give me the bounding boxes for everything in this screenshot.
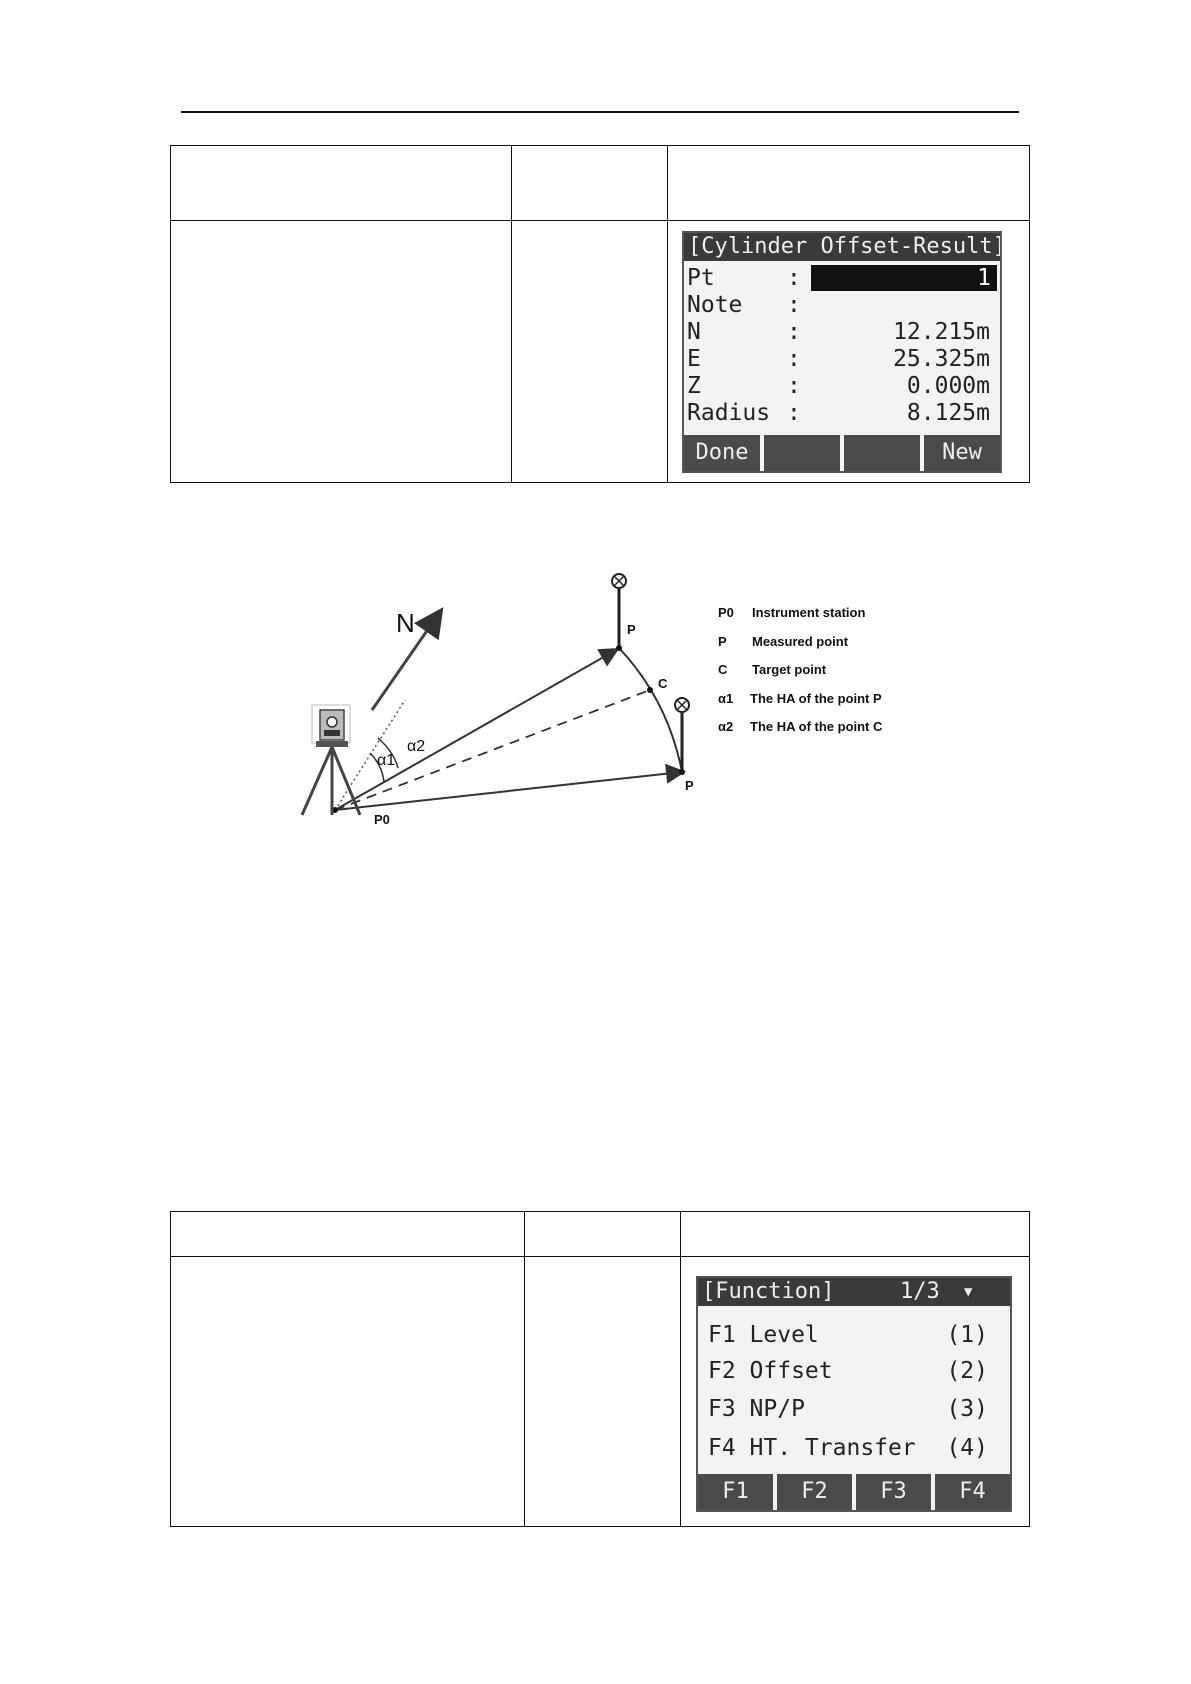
label-p-bottom: P xyxy=(685,778,694,793)
table1-cell-key xyxy=(511,220,668,483)
screen-title-bar: [Function] 1/3 ▼ xyxy=(698,1278,1010,1306)
legend-symbol: P0 xyxy=(718,605,734,620)
blank-softkey-2[interactable] xyxy=(764,435,840,471)
label-p-top: P xyxy=(627,622,636,637)
point-p-top xyxy=(616,645,622,651)
page-down-icon[interactable]: ▼ xyxy=(964,1284,973,1300)
function-menu-screen: [Function] 1/3 ▼ F1 Level (1) F2 Offset … xyxy=(696,1276,1012,1512)
point-number-field[interactable]: 1 xyxy=(811,265,997,291)
north-reference-line xyxy=(334,699,406,811)
screen-title: [Cylinder Offset-Result] xyxy=(684,233,1000,261)
table1-header-operation xyxy=(170,145,512,221)
north-arrow xyxy=(370,607,444,711)
label-c: C xyxy=(658,676,668,691)
angle-alpha2-arc xyxy=(377,737,399,769)
cylinder-arc xyxy=(618,647,683,773)
legend-symbol: α1 xyxy=(718,691,734,706)
row-colon: : xyxy=(787,292,801,318)
table1-header-key xyxy=(511,145,668,221)
ray-to-p-top xyxy=(334,648,620,811)
row-label: N xyxy=(687,319,701,345)
ray-to-c xyxy=(334,689,651,811)
menu-item-label: F2 Offset xyxy=(708,1358,833,1384)
cylinder-offset-diagram xyxy=(300,573,690,816)
row-value: 12.215m xyxy=(893,319,990,345)
table2-cell-key xyxy=(524,1256,681,1527)
softkey-bar: Done New xyxy=(684,435,1000,471)
legend-text: Instrument station xyxy=(752,605,866,620)
row-label: Radius xyxy=(687,400,771,426)
table1-header-display xyxy=(667,145,1030,221)
menu-item-shortcut: (4) xyxy=(946,1435,988,1461)
legend-symbol: C xyxy=(718,662,728,677)
row-colon: : xyxy=(787,265,801,291)
legend-symbol: P xyxy=(718,634,727,649)
table1-cell-operation xyxy=(170,220,512,483)
row-value: 0.000m xyxy=(906,373,990,399)
menu-item-label: F1 Level xyxy=(708,1322,819,1348)
new-softkey[interactable]: New xyxy=(924,435,1000,471)
row-label: Pt xyxy=(687,265,715,291)
label-p0: P0 xyxy=(374,812,390,827)
menu-item-label: F4 HT. Transfer xyxy=(708,1435,916,1461)
label-alpha2: α2 xyxy=(407,738,426,755)
menu-item-label: F3 NP/P xyxy=(708,1396,805,1422)
ray-to-p-bottom xyxy=(334,763,686,811)
menu-item-shortcut: (1) xyxy=(946,1322,988,1348)
table2-header-operation xyxy=(170,1211,525,1257)
table2-header-key xyxy=(524,1211,681,1257)
legend-text: Target point xyxy=(752,662,827,677)
total-station-icon xyxy=(300,704,362,816)
f3-softkey[interactable]: F3 xyxy=(856,1474,931,1510)
row-label: Z xyxy=(687,373,701,399)
menu-item-shortcut: (2) xyxy=(946,1358,988,1384)
legend-text: The HA of the point P xyxy=(750,691,882,706)
cylinder-offset-result-screen: [Cylinder Offset-Result] 1 Pt : Note : N… xyxy=(682,231,1002,473)
done-softkey[interactable]: Done xyxy=(684,435,760,471)
legend-text: The HA of the point C xyxy=(750,719,883,734)
angle-alpha1-arc xyxy=(369,752,385,783)
row-label: Note xyxy=(687,292,743,318)
f2-softkey[interactable]: F2 xyxy=(777,1474,852,1510)
row-colon: : xyxy=(787,400,801,426)
f1-softkey[interactable]: F1 xyxy=(698,1474,773,1510)
menu-item-shortcut: (3) xyxy=(946,1396,988,1422)
softkey-bar: F1 F2 F3 F4 xyxy=(698,1474,1010,1510)
point-p-bottom xyxy=(679,769,685,775)
row-colon: : xyxy=(787,346,801,372)
north-label: N xyxy=(396,608,415,638)
diagram-legend: P0 Instrument station P Measured point C Ta… xyxy=(718,605,978,735)
row-value: 8.125m xyxy=(906,400,990,426)
row-colon: : xyxy=(787,373,801,399)
label-alpha1: α1 xyxy=(377,752,396,769)
row-label: E xyxy=(687,346,701,372)
screen-title: [Function] xyxy=(702,1279,835,1304)
legend-text: Measured point xyxy=(752,634,849,649)
table2-header-display xyxy=(680,1211,1030,1257)
page-indicator: 1/3 xyxy=(900,1279,940,1304)
point-c xyxy=(647,687,653,693)
row-value: 25.325m xyxy=(893,346,990,372)
legend-symbol: α2 xyxy=(718,719,734,734)
blank-softkey-3[interactable] xyxy=(844,435,920,471)
table2-cell-operation xyxy=(170,1256,525,1527)
point-number-value: 1 xyxy=(977,265,991,291)
f4-softkey[interactable]: F4 xyxy=(935,1474,1010,1510)
header-rule xyxy=(181,111,1019,113)
row-colon: : xyxy=(787,319,801,345)
